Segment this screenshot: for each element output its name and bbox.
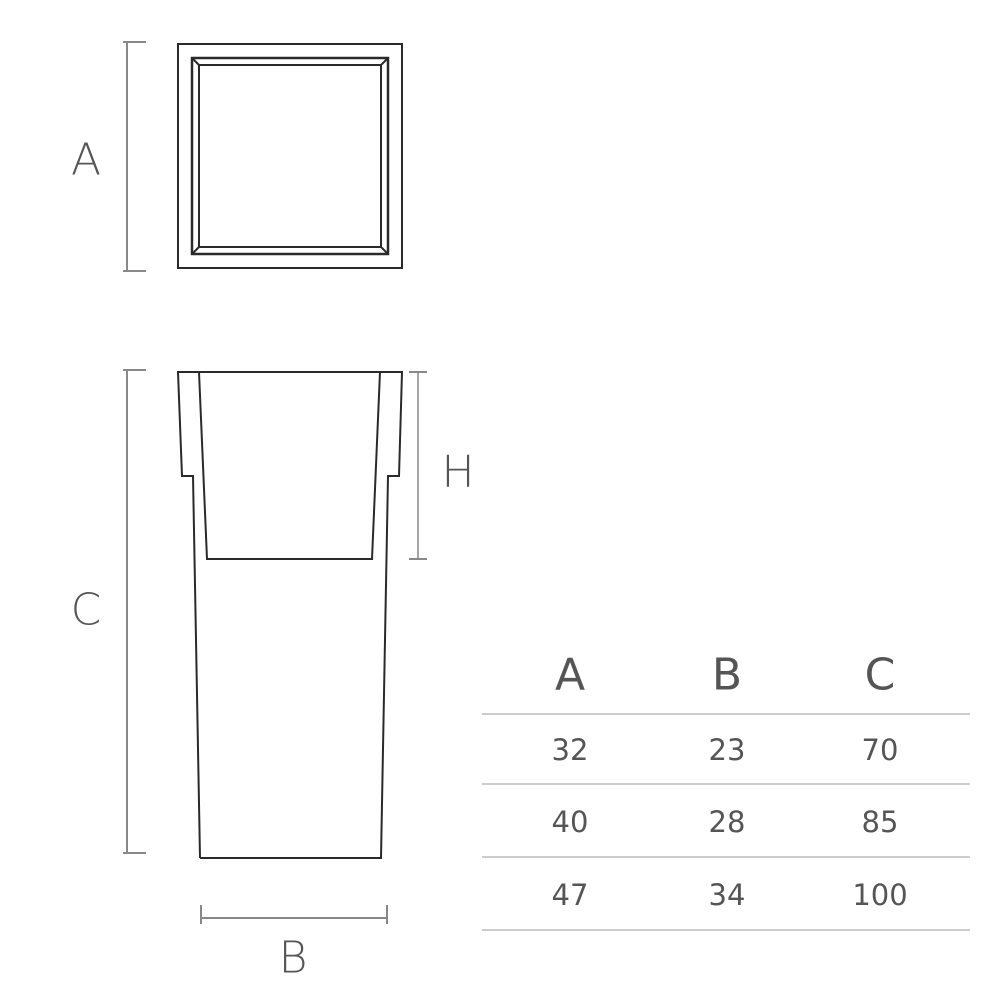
dimension-label-b: B	[278, 932, 308, 984]
table-cell: 40	[551, 805, 589, 839]
dimension-label-a: A	[70, 134, 102, 186]
table-cell: 28	[708, 805, 746, 839]
table-header-a: A	[554, 649, 586, 701]
dimension-label-h: H	[441, 446, 475, 498]
table-cell: 70	[861, 733, 899, 767]
table-header-c: C	[864, 649, 896, 701]
table-cell: 32	[551, 733, 589, 767]
table-cell: 100	[852, 878, 908, 912]
table-cell: 23	[708, 733, 746, 767]
dimension-lines	[123, 41, 427, 924]
table-cell: 47	[551, 878, 589, 912]
top-view	[177, 43, 403, 269]
dimension-label-c: C	[70, 584, 102, 636]
table-cell: 85	[861, 805, 899, 839]
table-rules	[482, 713, 970, 931]
side-view	[176, 371, 404, 859]
table-cell: 34	[708, 878, 746, 912]
table-header-b: B	[711, 649, 743, 701]
